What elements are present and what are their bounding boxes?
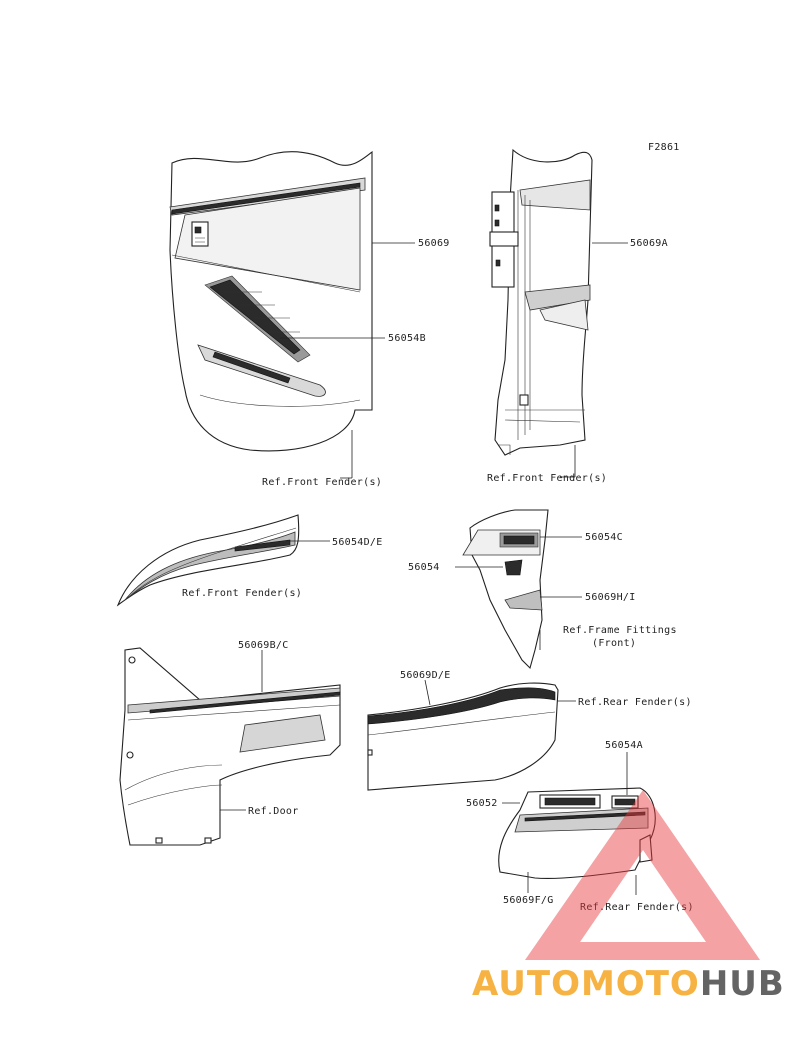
part-label-56054: 56054 — [408, 562, 440, 573]
ref-rear-fender-2: Ref.Rear Fender(s) — [580, 902, 694, 913]
rear-fender-emblem-panel — [498, 787, 656, 879]
part-label-56069DE: 56069D/E — [400, 670, 451, 681]
rear-fender-side-panel — [367, 682, 559, 791]
ref-front-fender-2: Ref.Front Fender(s) — [487, 473, 607, 484]
front-fender-left-panel — [169, 150, 373, 452]
ref-rear-fender-1: Ref.Rear Fender(s) — [578, 697, 692, 708]
part-label-56052: 56052 — [466, 798, 498, 809]
part-label-56069FG: 56069F/G — [503, 895, 554, 906]
part-label-56069BC: 56069B/C — [238, 640, 289, 651]
figure-id: F2861 — [648, 142, 680, 153]
part-label-56054A: 56054A — [605, 740, 643, 751]
ref-frame-fittings-line2: (Front) — [592, 638, 636, 649]
svg-text:AUTOMOTOHUB: AUTOMOTOHUB — [472, 964, 785, 1004]
watermark-text-automoto: AUTOMOTO — [472, 964, 700, 1004]
ref-front-fender-3: Ref.Front Fender(s) — [182, 588, 302, 599]
part-label-56054B: 56054B — [388, 333, 426, 344]
part-label-56054C: 56054C — [585, 532, 623, 543]
ref-front-fender-1: Ref.Front Fender(s) — [262, 477, 382, 488]
watermark-logo: AUTOMOTOHUB — [472, 790, 785, 1004]
part-label-56069HI: 56069H/I — [585, 592, 636, 603]
part-label-56069A: 56069A — [630, 238, 668, 249]
watermark-text-hub: HUB — [700, 964, 785, 1004]
watermark-triangle-icon — [525, 790, 760, 960]
part-label-56054DE: 56054D/E — [332, 537, 383, 548]
door-panel — [119, 647, 341, 846]
ref-frame-fittings-line1: Ref.Frame Fittings — [563, 625, 677, 636]
part-label-56069: 56069 — [418, 238, 450, 249]
frame-fitting-front-panel — [462, 509, 549, 670]
ref-door: Ref.Door — [248, 806, 299, 817]
front-fender-side-panel — [489, 148, 593, 456]
front-fender-stripe-decal — [116, 514, 300, 607]
